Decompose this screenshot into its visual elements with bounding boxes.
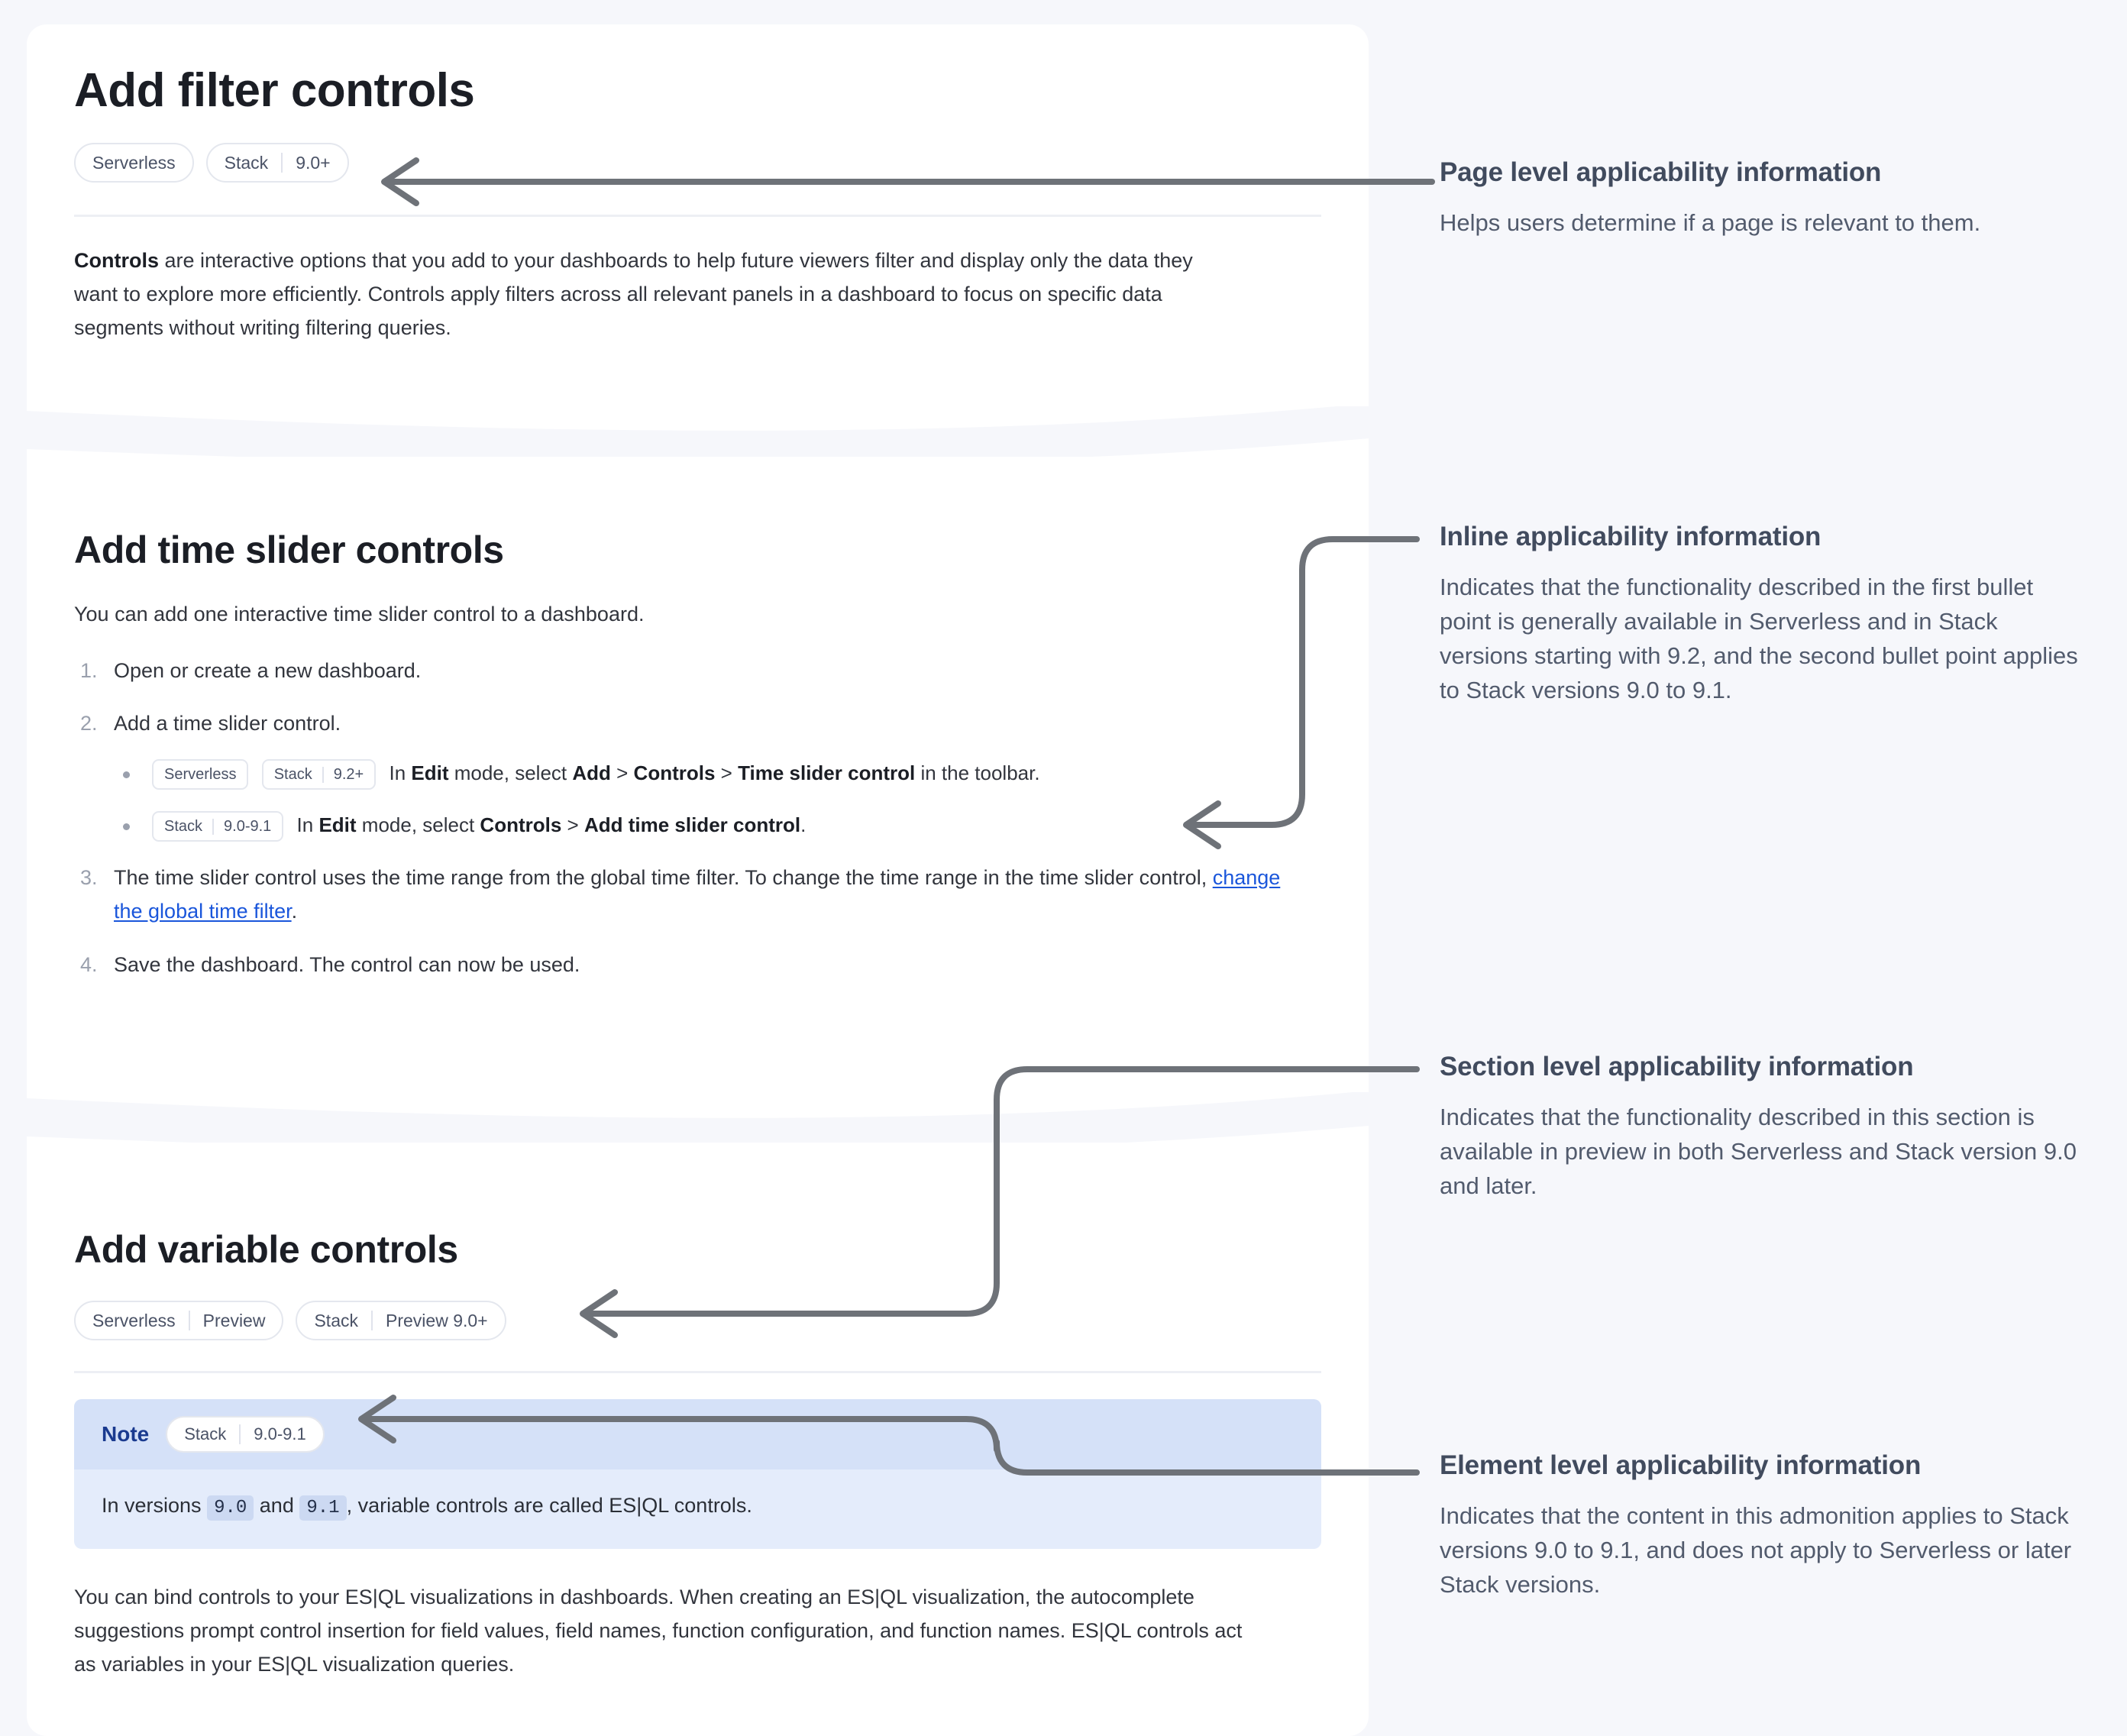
inline-badge-serverless[interactable]: Serverless bbox=[152, 759, 249, 790]
annotation-inline-level: Inline applicability information Indicat… bbox=[1440, 521, 2081, 707]
badge-version: 9.0-9.1 bbox=[254, 1424, 306, 1443]
step-item: Save the dashboard. The control can now … bbox=[74, 949, 1321, 982]
annotation-title: Section level applicability information bbox=[1440, 1052, 1914, 1081]
sub-bullet-text: In Edit mode, select Add > Controls > Ti… bbox=[389, 761, 1039, 784]
annotation-body: Indicates that the functionality describ… bbox=[1440, 1103, 2077, 1199]
note-label: Note bbox=[102, 1422, 150, 1446]
badge-version: 9.0-9.1 bbox=[224, 818, 272, 836]
bullet-bold-controls: Controls bbox=[633, 761, 716, 785]
annotation-page-level: Page level applicability information Hel… bbox=[1440, 157, 2081, 241]
time-slider-section-card: Add time slider controls You can add one… bbox=[27, 457, 1369, 1092]
note-text-a: In versions bbox=[102, 1494, 208, 1517]
section-title-variable-controls: Add variable controls bbox=[74, 1228, 458, 1271]
bullet-prefix: In bbox=[389, 761, 412, 785]
annotation-title: Page level applicability information bbox=[1440, 157, 1882, 187]
bullet-prefix: In bbox=[296, 813, 319, 837]
step-text: Open or create a new dashboard. bbox=[114, 658, 422, 682]
time-slider-steps: Open or create a new dashboard. Add a ti… bbox=[74, 655, 1321, 982]
badge-stack-preview[interactable]: Stack Preview 9.0+ bbox=[296, 1301, 506, 1340]
page-intro-paragraph: Controls are interactive options that yo… bbox=[74, 244, 1235, 344]
time-slider-sub-bullets: Serverless Stack 9.2+ In Edit mode, sele… bbox=[114, 758, 1321, 842]
badge-serverless-preview[interactable]: Serverless Preview bbox=[74, 1301, 284, 1340]
bullet-bold-controls: Controls bbox=[480, 813, 562, 837]
badge-stack[interactable]: Stack 9.0+ bbox=[205, 143, 349, 183]
badge-divider bbox=[322, 766, 324, 783]
annotation-body: Helps users determine if a page is relev… bbox=[1440, 209, 1981, 236]
badge-version: 9.0+ bbox=[296, 152, 331, 173]
badge-product: Stack bbox=[224, 152, 269, 173]
note-admonition: Note Stack 9.0-9.1 In versions 9.0 and 9… bbox=[74, 1399, 1321, 1550]
annotation-title: Element level applicability information bbox=[1440, 1450, 1922, 1480]
page-title: Add filter controls bbox=[74, 64, 475, 117]
version-code-chip: 9.1 bbox=[299, 1495, 347, 1521]
badge-product: Serverless bbox=[92, 1310, 176, 1330]
intro-lead-term: Controls bbox=[74, 249, 159, 273]
bullet-sep: > bbox=[561, 813, 584, 837]
badge-divider bbox=[281, 153, 283, 173]
bullet-bold-add-time-slider-control: Add time slider control bbox=[583, 813, 801, 837]
annotation-body: Indicates that the functionality describ… bbox=[1440, 573, 2078, 703]
annotation-body: Indicates that the content in this admon… bbox=[1440, 1502, 2072, 1598]
note-text-c: , variable controls are called ES|QL con… bbox=[346, 1494, 752, 1517]
bullet-mid: mode, select bbox=[448, 761, 573, 785]
bullet-suffix: . bbox=[800, 813, 807, 837]
bullet-suffix: in the toolbar. bbox=[915, 761, 1040, 785]
badge-divider bbox=[371, 1311, 373, 1330]
badge-product: Stack bbox=[184, 1424, 227, 1443]
note-badge-stack[interactable]: Stack 9.0-9.1 bbox=[166, 1416, 325, 1453]
badge-divider bbox=[188, 1311, 190, 1330]
bullet-bold-edit: Edit bbox=[318, 813, 357, 837]
sub-bullet-item: Stack 9.0-9.1 In Edit mode, select Contr… bbox=[114, 810, 1321, 842]
note-header: Note Stack 9.0-9.1 bbox=[74, 1399, 1321, 1469]
step-text: Add a time slider control. bbox=[114, 712, 341, 735]
badge-divider bbox=[239, 1424, 241, 1444]
bullet-sep: > bbox=[715, 761, 739, 785]
badge-product: Stack bbox=[314, 1310, 358, 1330]
badge-product: Stack bbox=[273, 766, 312, 784]
bullet-bold-time-slider-control: Time slider control bbox=[738, 761, 916, 785]
step-item: The time slider control uses the time ra… bbox=[74, 862, 1281, 928]
badge-serverless[interactable]: Serverless bbox=[74, 143, 194, 183]
step-item: Add a time slider control. Serverless St… bbox=[74, 707, 1321, 842]
version-code-chip: 9.0 bbox=[207, 1495, 254, 1521]
variable-controls-section-card: Add variable controls Serverless Preview… bbox=[27, 1143, 1369, 1736]
badge-divider bbox=[212, 818, 215, 835]
inline-badge-stack[interactable]: Stack 9.2+ bbox=[261, 759, 377, 790]
sub-bullet-item: Serverless Stack 9.2+ In Edit mode, sele… bbox=[114, 758, 1321, 790]
badge-version: Preview bbox=[202, 1310, 266, 1330]
page-header-card: Add filter controls Serverless Stack 9.0… bbox=[27, 24, 1369, 406]
inline-badge-stack[interactable]: Stack 9.0-9.1 bbox=[152, 811, 284, 842]
variable-controls-paragraph: You can bind controls to your ES|QL visu… bbox=[74, 1586, 1243, 1676]
badge-product: Serverless bbox=[164, 766, 237, 784]
global-time-filter-link[interactable]: change the global time filter bbox=[114, 866, 1281, 923]
section-title-time-slider: Add time slider controls bbox=[74, 529, 504, 571]
step-text: The time slider control uses the time ra… bbox=[114, 866, 1213, 890]
step-text: Save the dashboard. The control can now … bbox=[114, 952, 580, 976]
intro-rest: are interactive options that you add to … bbox=[74, 249, 1193, 339]
step-item: Open or create a new dashboard. bbox=[74, 655, 1321, 688]
section-intro-time-slider: You can add one interactive time slider … bbox=[74, 603, 645, 626]
annotation-element-level: Element level applicability information … bbox=[1440, 1450, 2081, 1602]
annotation-title: Inline applicability information bbox=[1440, 522, 1822, 551]
page-applicability-badges: Serverless Stack 9.0+ bbox=[74, 143, 1321, 183]
note-body: In versions 9.0 and 9.1, variable contro… bbox=[74, 1469, 1321, 1549]
bullet-bold-edit: Edit bbox=[411, 761, 449, 785]
section-applicability-badges: Serverless Preview Stack Preview 9.0+ bbox=[74, 1301, 1321, 1340]
annotation-section-level: Section level applicability information … bbox=[1440, 1051, 2081, 1204]
badge-version: 9.2+ bbox=[333, 766, 364, 784]
bullet-mid: mode, select bbox=[356, 813, 480, 837]
sub-bullet-text: In Edit mode, select Controls > Add time… bbox=[297, 813, 807, 836]
bullet-sep: > bbox=[610, 761, 634, 785]
badge-product: Serverless bbox=[92, 152, 176, 173]
badge-product: Stack bbox=[164, 818, 203, 836]
bullet-bold-add: Add bbox=[572, 761, 611, 785]
step-text-end: . bbox=[291, 900, 298, 923]
section-title-divider bbox=[74, 1371, 1321, 1373]
note-text-b: and bbox=[254, 1494, 300, 1517]
badge-version: Preview 9.0+ bbox=[386, 1310, 488, 1330]
page-title-divider bbox=[74, 215, 1321, 218]
